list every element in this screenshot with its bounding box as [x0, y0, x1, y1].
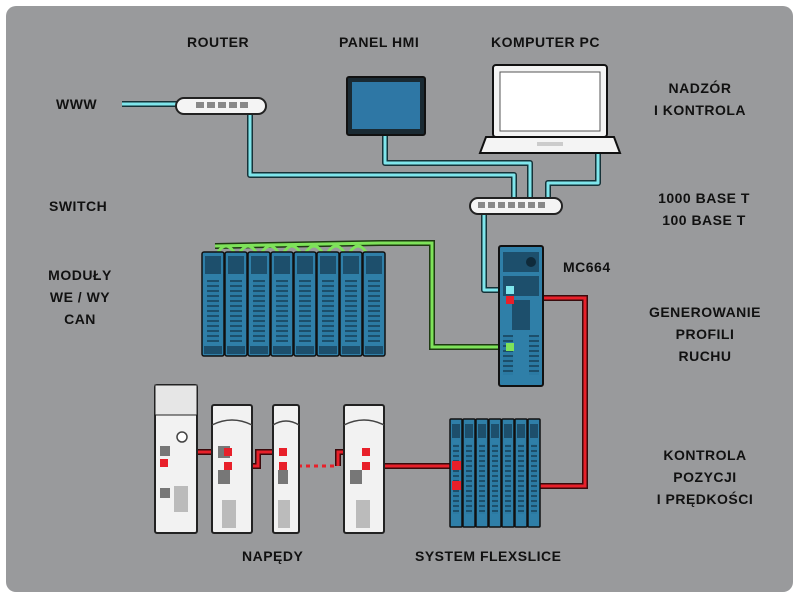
flexslice-module-4	[488, 418, 502, 528]
drive-3	[272, 404, 300, 534]
flexslice-module-6	[514, 418, 528, 528]
flexslice-system	[449, 418, 541, 528]
www-label: WWW	[56, 96, 98, 112]
nadzor-line-2: I KONTROLA	[653, 102, 747, 118]
mc664-controller	[498, 245, 544, 387]
switch-label: SWITCH	[49, 198, 108, 214]
flexslice-module-1	[449, 418, 463, 528]
base-line-1: 1000 BASE T	[658, 190, 750, 206]
flexslice-module-5	[501, 418, 515, 528]
can-module-2	[224, 251, 248, 357]
flexslice-module-3	[475, 418, 489, 528]
komputer-pc-label: KOMPUTER PC	[491, 34, 600, 50]
flexslice-port-out	[452, 481, 461, 490]
router-label: ROUTER	[187, 34, 250, 50]
can-module-6	[316, 251, 340, 357]
router-device	[175, 97, 267, 115]
gen-line-1: GENEROWANIE	[648, 304, 762, 320]
moduly-line-2: WE / WY	[49, 289, 111, 305]
moduly-line-1: MODUŁY	[48, 267, 112, 283]
drive-4	[343, 404, 385, 534]
mc664-label: MC664	[563, 259, 611, 275]
moduly-line-3: CAN	[64, 311, 96, 327]
flexslice-port-in	[452, 461, 461, 470]
gen-line-2: PROFILI	[675, 326, 735, 342]
nadzor-line-1: NADZÓR	[668, 80, 732, 96]
can-module-8	[362, 251, 386, 357]
drive-2	[211, 404, 253, 534]
switch-device	[469, 197, 563, 215]
gen-line-3: RUCHU	[678, 348, 732, 364]
flexslice-module-7	[527, 418, 541, 528]
can-module-3	[247, 251, 271, 357]
flexslice-label: SYSTEM FLEXSLICE	[415, 548, 562, 564]
panel-hmi-label: PANEL HMI	[339, 34, 420, 50]
drives	[154, 384, 385, 534]
napedy-label: NAPĘDY	[242, 548, 304, 564]
can-module-4	[270, 251, 294, 357]
drive-1	[154, 384, 198, 534]
hmi-panel-device	[346, 76, 426, 136]
can-module-1	[201, 251, 225, 357]
base-line-2: 100 BASE T	[662, 212, 746, 228]
can-module-5	[293, 251, 317, 357]
kontrola-line-2: POZYCJI	[673, 469, 737, 485]
flexslice-module-2	[462, 418, 476, 528]
kontrola-line-3: I PRĘDKOŚCI	[656, 491, 754, 507]
can-io-modules	[201, 251, 386, 357]
pc-laptop-device	[478, 64, 622, 154]
can-module-7	[339, 251, 363, 357]
kontrola-line-1: KONTROLA	[663, 447, 747, 463]
can-bus-cable	[214, 240, 508, 350]
